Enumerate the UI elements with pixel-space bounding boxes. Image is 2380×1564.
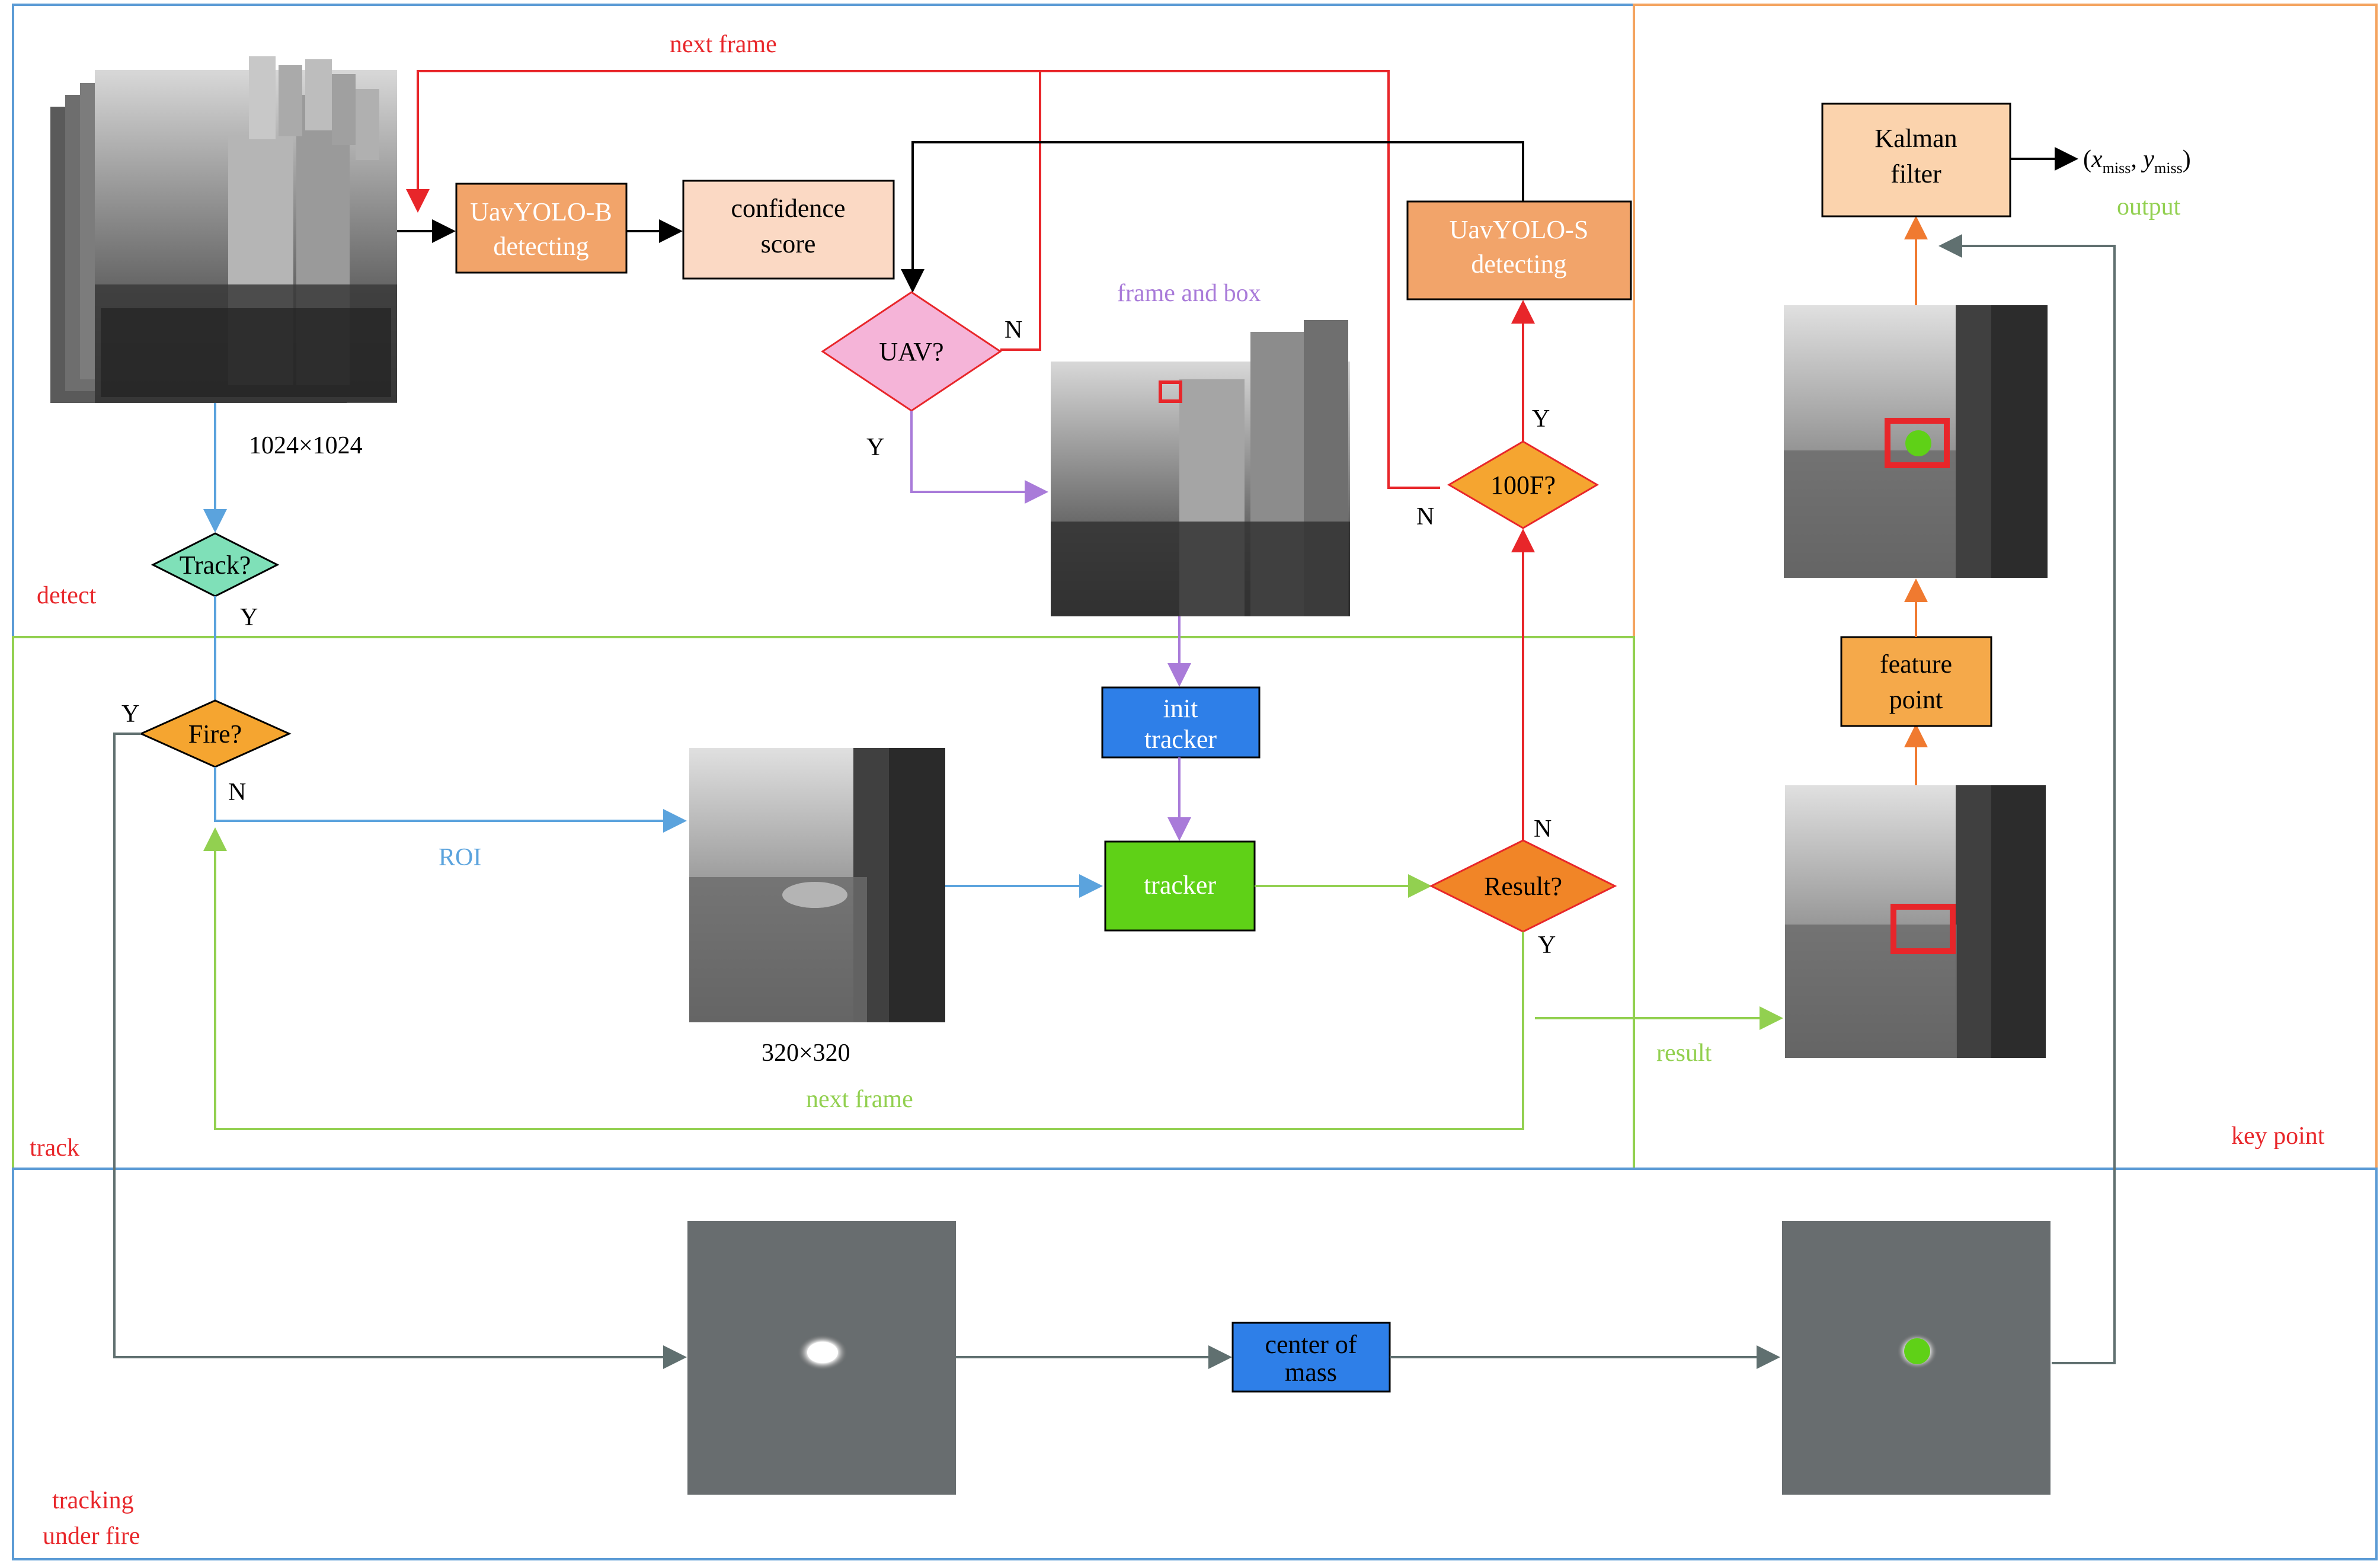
result-no-label: N <box>1534 815 1552 843</box>
center-of-mass-box: center of mass <box>1231 1322 1391 1393</box>
next-frame-green-loop <box>203 827 1524 1130</box>
ir-image-hotspot <box>687 1221 956 1495</box>
next-frame-bottom-label: next frame <box>806 1086 913 1113</box>
track-yes-label: Y <box>240 604 258 631</box>
hundred-frame-decision: 100F? <box>1447 440 1599 529</box>
uavyolo-b-line1: UavYOLO-B <box>470 197 612 226</box>
confidence-line2: score <box>761 229 816 258</box>
track-decision-label: Track? <box>180 551 251 580</box>
track-decision: Track? <box>151 532 280 597</box>
uav-no-red-line <box>1000 71 1041 351</box>
detect-region-label: detect <box>37 582 97 609</box>
kalman-line2: filter <box>1890 159 1941 188</box>
tracking-under-fire-label-2: under fire <box>43 1523 140 1550</box>
fire-no-roi-arrow <box>214 767 687 833</box>
output-coordinates: (xmiss, ymiss) <box>2083 146 2191 177</box>
centroid-marker <box>1904 1338 1930 1364</box>
ir-image-centroid <box>1782 1221 2050 1495</box>
uavyolo-s-box: UavYOLO-S detecting <box>1406 200 1632 300</box>
track-region-label: track <box>30 1134 79 1162</box>
uavyolo-s-to-uav-black <box>901 141 1524 293</box>
uavyolo-s-line1: UavYOLO-S <box>1450 215 1589 244</box>
uavyolo-b-box: UavYOLO-B detecting <box>455 183 628 274</box>
roi-image <box>689 748 945 1022</box>
keypoint-image <box>1784 305 2048 578</box>
fire-decision-label: Fire? <box>188 719 242 749</box>
input-frame-stack <box>50 56 397 403</box>
frame-and-box-image <box>1051 320 1350 616</box>
kalman-line1: Kalman <box>1874 124 1957 153</box>
hundred-frame-label: 100F? <box>1490 471 1556 500</box>
result-label: result <box>1656 1040 1712 1067</box>
hundred-yes-label: Y <box>1532 405 1550 433</box>
frame-size-1024-label: 1024×1024 <box>249 432 363 459</box>
uavyolo-b-line2: detecting <box>493 232 588 261</box>
init-tracker-box: init tracker <box>1101 686 1261 759</box>
key-point-region-label: key point <box>2231 1122 2325 1150</box>
keypoint-marker <box>1905 430 1931 456</box>
center-of-mass-line2: mass <box>1285 1358 1337 1387</box>
ir-to-kalman-gray-line <box>1938 234 2116 1364</box>
tracking-under-fire-label-1: tracking <box>52 1487 134 1514</box>
feature-point-box: feature point <box>1840 636 1992 727</box>
detected-uav-box <box>1159 380 1182 403</box>
result-decision: Result? <box>1429 839 1617 933</box>
next-frame-top-label: next frame <box>670 31 777 58</box>
init-tracker-line1: init <box>1163 694 1198 723</box>
uav-no-label: N <box>1005 316 1022 344</box>
fire-region-border <box>12 1168 2378 1560</box>
init-tracker-line2: tracker <box>1144 725 1217 754</box>
feature-point-line2: point <box>1889 685 1943 714</box>
feature-point-line1: feature <box>1880 650 1952 679</box>
confidence-score-box: confidence score <box>682 180 895 280</box>
fire-decision: Fire? <box>139 699 292 768</box>
keypoint-box <box>1885 418 1950 468</box>
tracker-label: tracker <box>1144 871 1216 900</box>
roi-label: ROI <box>439 844 481 871</box>
frame-and-box-label: frame and box <box>1117 280 1261 307</box>
uav-decision: UAV? <box>821 291 1002 412</box>
fire-yes-label: Y <box>121 701 139 728</box>
kalman-filter-box: Kalman filter <box>1821 103 2011 218</box>
uav-yes-purple-arrow <box>910 411 1048 504</box>
fire-no-label: N <box>228 779 246 806</box>
next-frame-red-loop <box>406 70 1440 489</box>
tracker-box: tracker <box>1104 840 1256 932</box>
hundred-no-label: N <box>1416 503 1434 530</box>
output-label: output <box>2117 193 2181 220</box>
result-tracking-box <box>1890 904 1956 954</box>
center-of-mass-line1: center of <box>1265 1330 1357 1359</box>
result-yes-label: Y <box>1538 932 1556 959</box>
roi-size-320-label: 320×320 <box>762 1040 850 1067</box>
uav-yes-label: Y <box>866 434 884 461</box>
confidence-line1: confidence <box>731 194 846 223</box>
result-image <box>1785 785 2046 1058</box>
uav-decision-label: UAV? <box>879 337 943 366</box>
uavyolo-s-line2: detecting <box>1471 250 1566 279</box>
fire-yes-gray-line <box>113 733 687 1369</box>
result-decision-label: Result? <box>1484 872 1562 901</box>
